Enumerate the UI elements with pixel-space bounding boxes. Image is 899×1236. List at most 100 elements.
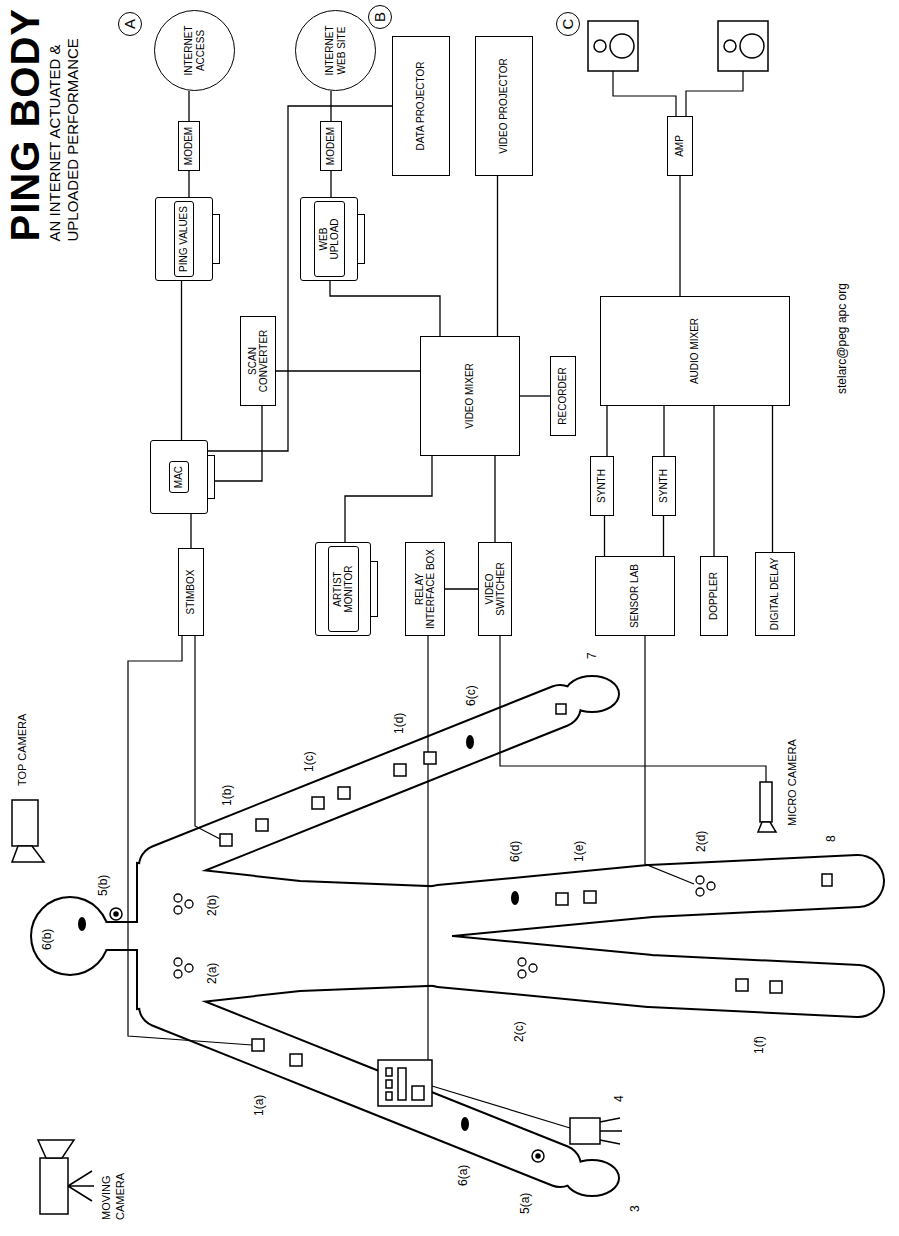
electrode-pad xyxy=(220,834,232,846)
connector xyxy=(330,91,331,121)
internet-circle: INTERNET ACCESS xyxy=(154,10,235,91)
node-text: SENSOR LAB xyxy=(629,564,641,628)
wire xyxy=(195,636,220,839)
callout-number: 2(a) xyxy=(205,961,220,986)
email-address: stelarc@peg apc org xyxy=(835,281,850,396)
electrode-cluster xyxy=(174,958,182,966)
electrode-cluster xyxy=(518,958,526,966)
node-text: SCAN CONVERTER xyxy=(247,320,270,402)
callout-number: 6(d) xyxy=(508,839,523,864)
node-text: VIDEO PROJECTOR xyxy=(498,58,510,153)
body-outline xyxy=(32,677,618,1195)
body-fill xyxy=(32,898,108,974)
node-text: AMP xyxy=(674,135,686,157)
connector xyxy=(330,171,331,197)
body-fill xyxy=(100,706,858,1166)
synth-box: SYNTH xyxy=(590,456,614,516)
callout-number: 8 xyxy=(824,833,839,844)
stimbox-box: STIMBOX xyxy=(178,548,204,636)
wire xyxy=(645,636,694,884)
group-letter: A xyxy=(118,12,142,36)
third-hand xyxy=(386,1080,392,1088)
computer-monitor: MAC xyxy=(150,440,208,514)
callout-number: 1(f) xyxy=(752,1034,767,1056)
electrode-cluster xyxy=(696,888,704,896)
title: PING BODY xyxy=(4,8,46,241)
synth-box: SYNTH xyxy=(652,456,676,516)
connector xyxy=(772,406,773,552)
body-outline xyxy=(566,1161,618,1195)
third-hand xyxy=(412,1086,424,1100)
connector xyxy=(663,406,664,456)
title-block: PING BODYAN INTERNET ACTUATED & UPLOADED… xyxy=(4,8,82,241)
modem-box: MODEM xyxy=(178,121,200,171)
switcher-box: VIDEO SWITCHER xyxy=(478,542,512,636)
projector-box: DATA PROJECTOR xyxy=(392,36,450,176)
node-text: MODEM xyxy=(183,127,195,165)
callout-number: 1(b) xyxy=(220,783,235,808)
speaker xyxy=(724,40,736,52)
node-text: AUDIO MIXER xyxy=(689,318,701,384)
camera-icon xyxy=(758,822,776,832)
amp-box: AMP xyxy=(667,116,693,176)
electrode-pad xyxy=(394,764,406,776)
electrode-pad xyxy=(220,704,832,1066)
camera-icon xyxy=(12,846,44,862)
body-fill xyxy=(32,677,618,1195)
node-text: DIGITAL DELAY xyxy=(769,558,781,631)
callout-number: 1(d) xyxy=(392,711,407,736)
third-hand xyxy=(386,1068,392,1076)
node-text: RELAY INTERFACE BOX xyxy=(414,546,437,632)
sensor xyxy=(114,912,118,916)
callout-number: 3 xyxy=(628,1203,643,1214)
body-outline xyxy=(160,1006,560,1166)
wire xyxy=(128,71,766,1128)
electrode-cluster xyxy=(696,876,704,884)
node-text: PING VALUES xyxy=(174,201,194,277)
speaker xyxy=(610,34,634,58)
black-electrode xyxy=(78,917,86,931)
wire xyxy=(613,71,676,116)
node-text: DATA PROJECTOR xyxy=(415,62,427,151)
connector xyxy=(679,176,680,296)
connector xyxy=(190,514,191,548)
callout-number: 5(b) xyxy=(96,873,111,898)
camera-label: MICRO CAMERA xyxy=(786,737,800,828)
electrode-cluster xyxy=(174,906,182,914)
connector xyxy=(713,406,714,556)
body-outline xyxy=(100,706,858,1166)
speaker xyxy=(740,34,764,58)
speaker xyxy=(588,21,638,71)
wire xyxy=(500,636,766,782)
electrode-cluster xyxy=(185,964,193,972)
computer-monitor: ARTIST MONITOR xyxy=(315,542,371,636)
callout-number: 1(c) xyxy=(302,749,317,774)
callout-number: 2(c) xyxy=(512,1019,527,1044)
computer-monitor: WEB UPLOAD xyxy=(300,197,358,281)
electrode-pad xyxy=(556,893,568,905)
camera-icon xyxy=(68,1171,94,1201)
subtitle: AN INTERNET ACTUATED & UPLOADED PERFORMA… xyxy=(46,26,82,241)
callout-number: 5(a) xyxy=(518,1191,533,1216)
electrode-cluster xyxy=(518,970,526,978)
wire xyxy=(427,636,428,1060)
callout-number: 6(b) xyxy=(40,927,55,952)
node-text: ARTIST MONITOR xyxy=(328,546,359,632)
body-outline xyxy=(566,677,618,711)
body-outline xyxy=(138,864,452,1008)
camera-icon xyxy=(40,1158,68,1214)
connector xyxy=(663,516,664,556)
projector-box: VIDEO PROJECTOR xyxy=(475,36,533,176)
node-text: INTERNET WEB SITE xyxy=(324,14,347,87)
callout-number: 6(a) xyxy=(456,1163,471,1188)
node-text: SYNTH xyxy=(596,469,608,503)
group-letter: B xyxy=(368,5,392,29)
node-text: DOPPLER xyxy=(708,572,720,620)
callout-number: 1(e) xyxy=(572,839,587,864)
black-electrode xyxy=(78,735,519,1131)
body-fill xyxy=(138,864,452,1008)
connector xyxy=(208,106,392,451)
electrode-pad xyxy=(584,891,596,903)
connector xyxy=(604,516,605,556)
